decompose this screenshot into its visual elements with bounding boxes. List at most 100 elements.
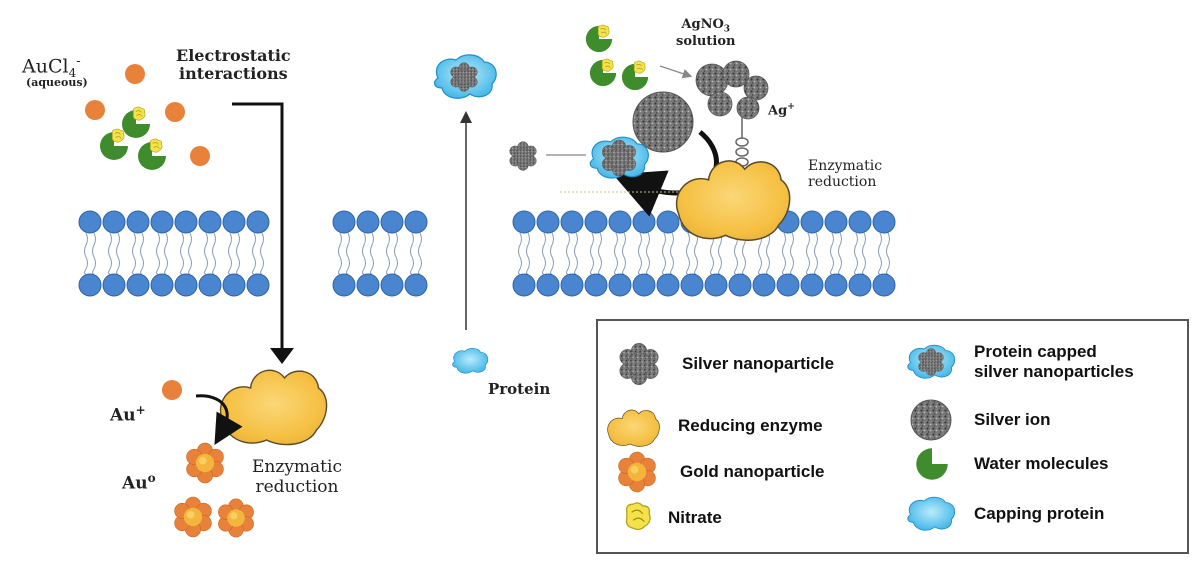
lipid-tail bbox=[550, 232, 554, 275]
lipid-tail bbox=[212, 232, 216, 275]
legend-item-nitrate: Nitrate bbox=[608, 495, 722, 541]
lipid-tail bbox=[790, 232, 794, 275]
lipid-head bbox=[512, 210, 536, 234]
lipid-tail bbox=[386, 232, 390, 275]
lipid-head bbox=[560, 210, 584, 234]
lipid-head bbox=[126, 273, 150, 297]
lipid-tail bbox=[782, 232, 786, 275]
lipid-tail bbox=[204, 232, 208, 275]
lipid-tail bbox=[164, 232, 168, 275]
enzymatic-reduction-right-label: Enzymatic reduction bbox=[808, 158, 883, 191]
capping-protein-middle bbox=[452, 348, 489, 374]
lipid-head bbox=[512, 273, 536, 297]
lipid-head bbox=[404, 210, 428, 234]
au-plus-label: Au+ bbox=[110, 403, 146, 426]
lipid-tail bbox=[108, 232, 112, 275]
linker-chain bbox=[735, 116, 749, 167]
lipid-head bbox=[222, 273, 246, 297]
gold-nanoparticle-icon bbox=[618, 451, 656, 493]
lipid-tail bbox=[252, 232, 256, 275]
water-nitrate-cluster-left bbox=[100, 106, 166, 170]
descending-arrowhead bbox=[270, 348, 294, 364]
protein-capped-nanoparticle-icon bbox=[907, 344, 956, 379]
lipid-head bbox=[246, 210, 270, 234]
lipid-tail bbox=[566, 232, 570, 275]
legend-label: Silver nanoparticle bbox=[682, 353, 835, 373]
lipid-head bbox=[174, 210, 198, 234]
reducing-enzyme-icon bbox=[607, 409, 660, 447]
lipid-head bbox=[872, 273, 896, 297]
lipid-tail bbox=[734, 232, 738, 275]
lipid-tail bbox=[718, 232, 722, 275]
lipid-head bbox=[680, 273, 704, 297]
agno3-arrow bbox=[659, 65, 693, 79]
legend-item-water-molecules: Water molecules bbox=[902, 441, 1108, 487]
legend-item-capping-protein: Capping protein bbox=[902, 491, 1104, 537]
lipid-tail bbox=[662, 232, 666, 275]
lipid-tail bbox=[886, 232, 890, 275]
lipid-head bbox=[632, 273, 656, 297]
legend-label: Water molecules bbox=[974, 453, 1109, 473]
lipid-head bbox=[198, 210, 222, 234]
legend-item-protein-capped: Protein capped silver nanoparticles bbox=[902, 339, 1134, 385]
lipid-head bbox=[848, 210, 872, 234]
lipid-tail bbox=[526, 232, 530, 275]
lipid-tail bbox=[346, 232, 350, 275]
lipid-tail bbox=[878, 232, 882, 275]
legend-label: Nitrate bbox=[668, 507, 722, 527]
lipid-tail bbox=[394, 232, 398, 275]
lipid-tail bbox=[862, 232, 866, 275]
lipid-head bbox=[824, 273, 848, 297]
lipid-tail bbox=[542, 232, 546, 275]
silver-nanoparticle-small bbox=[509, 141, 537, 171]
gold-nanoparticle-2 bbox=[174, 496, 212, 538]
lipid-head bbox=[78, 210, 102, 234]
lipid-head bbox=[78, 273, 102, 297]
silver-nanoparticle-icon bbox=[619, 342, 659, 386]
lipid-head bbox=[800, 273, 824, 297]
silver-core-top bbox=[450, 62, 478, 92]
silver-ion-icon bbox=[910, 399, 952, 441]
protein-label: Protein bbox=[488, 380, 551, 398]
legend-label: Reducing enzyme bbox=[678, 415, 823, 435]
lipid-tail bbox=[638, 232, 642, 275]
reducing-enzyme-right bbox=[675, 160, 791, 241]
lipid-tail bbox=[92, 232, 96, 275]
lipid-tail bbox=[742, 232, 746, 275]
gold-nanoparticle-1 bbox=[186, 442, 224, 484]
lipid-tail bbox=[766, 232, 770, 275]
legend-label: Capping protein bbox=[974, 503, 1105, 523]
legend-box: Silver nanoparticle Protein capped silve… bbox=[596, 319, 1189, 554]
lipid-head bbox=[656, 210, 680, 234]
enzymatic-reduction-left-label: Enzymatic reduction bbox=[252, 457, 342, 497]
lipid-head bbox=[332, 210, 356, 234]
lipid-tail bbox=[614, 232, 618, 275]
lipid-tail bbox=[670, 232, 674, 275]
descending-arrow bbox=[232, 102, 284, 352]
reduction-curve-arrow-left bbox=[195, 394, 243, 445]
lipid-head bbox=[872, 210, 896, 234]
lipid-head bbox=[404, 273, 428, 297]
au-zero-label: Auo bbox=[122, 471, 156, 494]
lipid-head bbox=[246, 273, 270, 297]
lipid-head bbox=[126, 210, 150, 234]
silver-core-right bbox=[602, 139, 636, 177]
lipid-tail bbox=[116, 232, 120, 275]
lipid-tail bbox=[574, 232, 578, 275]
lipid-tail bbox=[362, 232, 366, 275]
lipid-head bbox=[704, 273, 728, 297]
lipid-head bbox=[584, 273, 608, 297]
lipid-head bbox=[752, 273, 776, 297]
lipid-tail bbox=[830, 232, 834, 275]
lipid-head bbox=[560, 273, 584, 297]
lipid-tail bbox=[838, 232, 842, 275]
lipid-head bbox=[150, 273, 174, 297]
lipid-tail bbox=[646, 232, 650, 275]
lipid-head bbox=[198, 273, 222, 297]
lipid-head bbox=[632, 210, 656, 234]
lipid-head bbox=[102, 273, 126, 297]
lipid-tail bbox=[518, 232, 522, 275]
lipid-head bbox=[150, 210, 174, 234]
legend-item-silver-nanoparticle: Silver nanoparticle bbox=[610, 341, 834, 387]
